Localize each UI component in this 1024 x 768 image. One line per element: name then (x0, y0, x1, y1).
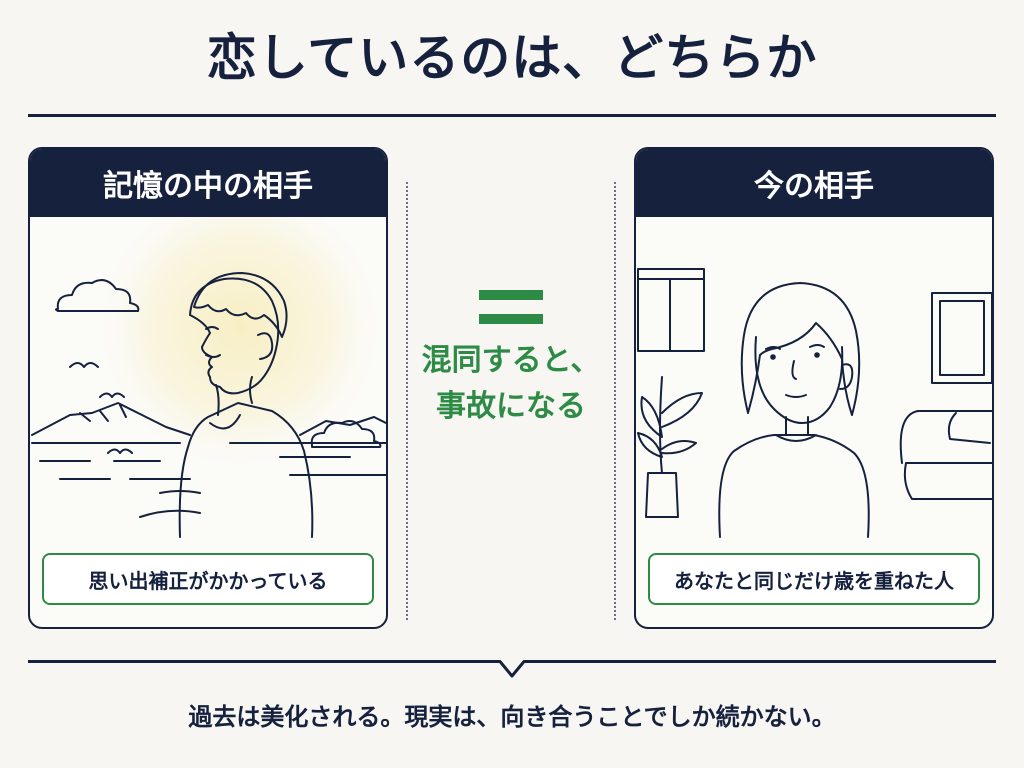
sofa-icon (899, 410, 992, 500)
center-message: 混同すると、 事故になる (398, 290, 624, 430)
woman-figure (718, 434, 870, 538)
memory-panel-header: 記憶の中の相手 (30, 149, 386, 217)
right-dotted-divider (614, 182, 616, 620)
memory-illustration (31, 217, 386, 538)
down-chevron-icon (492, 660, 532, 678)
bird-icon (99, 392, 125, 398)
bottom-message: 過去は美化される。現実は、向き合うことでしか続かない。 (188, 703, 836, 731)
title-divider (28, 114, 996, 117)
bottom-divider-left (28, 660, 498, 663)
left-dotted-divider (406, 182, 408, 620)
bottom-divider-right (526, 660, 996, 663)
memory-caption: 思い出補正がかかっている (42, 553, 374, 605)
cloud-icon (55, 279, 140, 312)
picture-frame-icon (931, 292, 992, 384)
present-panel: 今の相手 (634, 147, 994, 629)
present-illustration (637, 268, 992, 538)
plant-icon (645, 472, 679, 518)
sun-glow (90, 217, 386, 477)
page-title: 恋しているのは、どちらか (206, 29, 818, 87)
mountain-icon (31, 402, 191, 436)
equals-icon (479, 290, 543, 324)
memory-panel: 記憶の中の相手 (28, 147, 388, 629)
bird-icon (107, 448, 133, 454)
man-figure (178, 402, 314, 538)
center-line-2: 事故になる (436, 389, 586, 424)
bird-icon (69, 362, 99, 368)
center-line-1: 混同すると、 (421, 343, 601, 378)
present-caption: あなたと同じだけ歳を重ねた人 (648, 553, 980, 605)
present-panel-header: 今の相手 (636, 149, 992, 217)
